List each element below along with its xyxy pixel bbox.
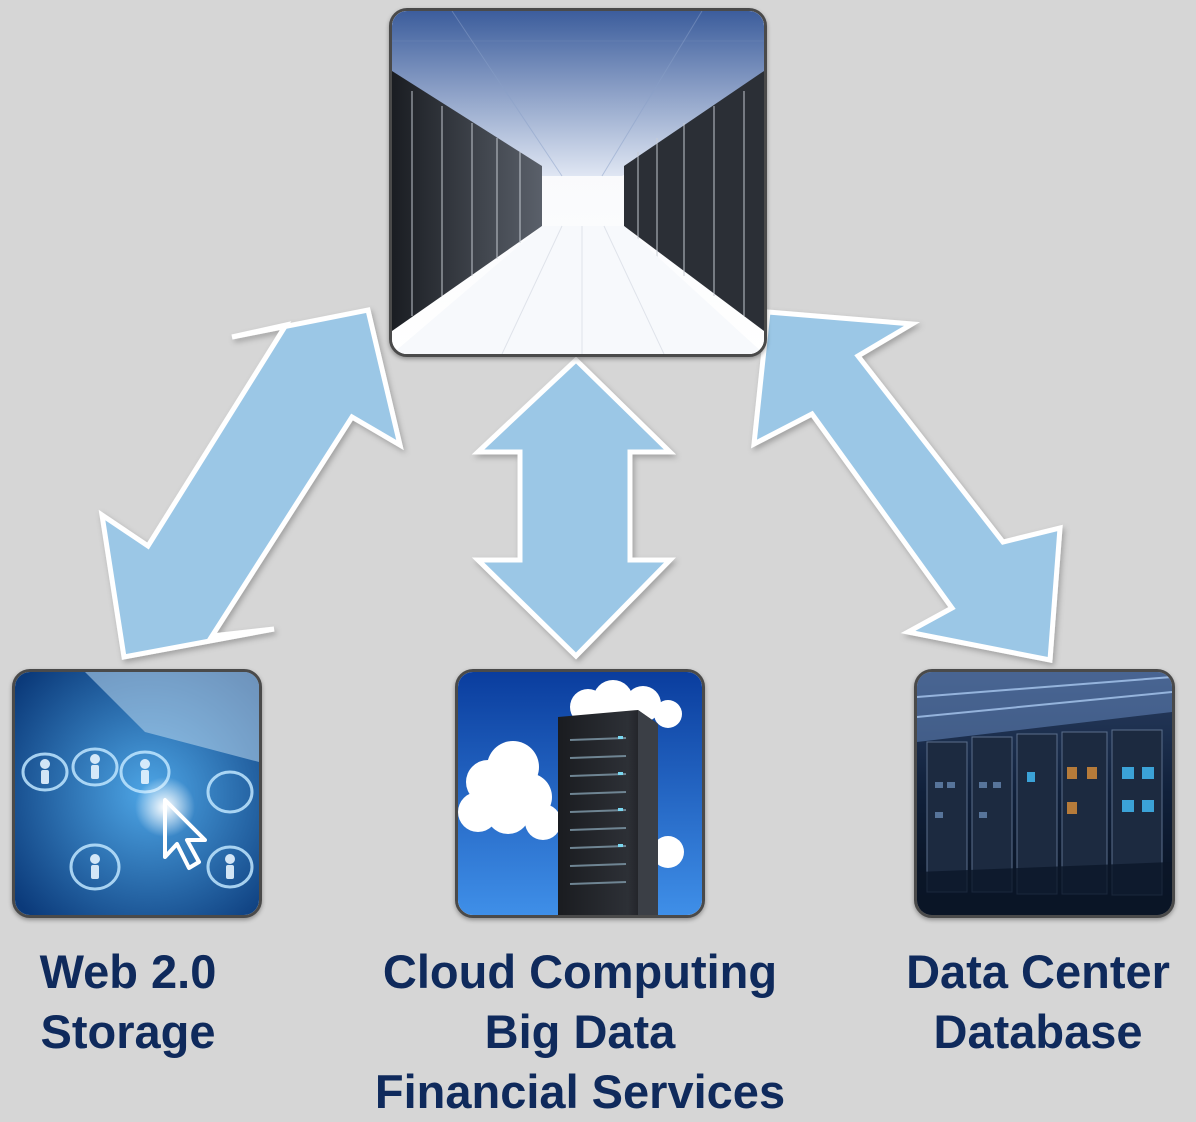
web-caption-line2: Storage [40,1005,216,1058]
server-cloud-image [455,669,705,918]
left-double-arrow [98,307,404,660]
data-center-racks-image [914,669,1175,918]
server-room-image [389,8,767,357]
right-double-arrow [751,309,1063,663]
web-caption-line1: Web 2.0 [39,945,217,998]
dc-caption-line2: Database [933,1005,1143,1058]
cloud-computing-caption: Cloud Computing Big Data Financial Servi… [330,942,830,1122]
cloud-caption-line1: Cloud Computing [382,945,778,998]
cloud-caption-line2: Big Data [484,1005,676,1058]
web-storage-caption: Web 2.0 Storage [0,942,256,1062]
cursor-icon [163,798,207,870]
center-double-arrow [471,356,677,660]
data-center-caption: Data Center Database [880,942,1196,1062]
social-network-cursor-image [12,669,262,918]
dc-caption-line1: Data Center [906,945,1170,998]
cloud-caption-line3: Financial Services [374,1065,786,1118]
